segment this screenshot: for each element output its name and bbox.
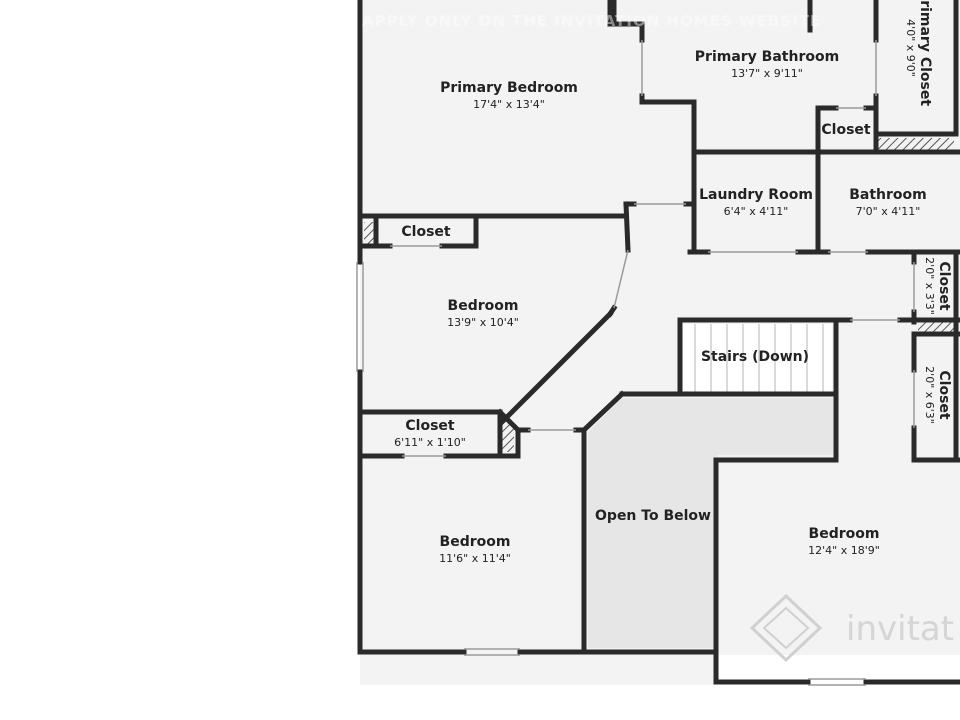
watermark-logo: invitat (749, 593, 954, 663)
room-dims-closet-right-2: 2'0" x 6'3" (923, 366, 936, 424)
room-name-laundry: Laundry Room (699, 187, 813, 203)
room-dims-bedroom-bottom-left: 11'6" x 11'4" (439, 552, 511, 565)
room-name-primary-closet: Primary Closet (917, 0, 933, 106)
openings (356, 40, 915, 686)
room-name-closet-top-left: Closet (401, 224, 451, 240)
room-dims-bathroom: 7'0" x 4'11" (856, 205, 921, 218)
outside-gap (715, 655, 960, 720)
watermark-logo-text: invitat (846, 609, 954, 649)
room-dims-bedroom-bottom-right: 12'4" x 18'9" (808, 544, 880, 557)
stair-treads (694, 324, 824, 392)
room-name-bathroom: Bathroom (849, 187, 927, 203)
watermark-diamond-icon (749, 593, 823, 663)
room-labels: Primary Bedroom 17'4" x 13'4" Primary Ba… (394, 0, 952, 565)
room-name-primary-bathroom: Primary Bathroom (695, 49, 839, 65)
room-name-primary-bedroom: Primary Bedroom (440, 80, 578, 96)
room-dims-closet-right-1: 2'0" x 3'3" (923, 257, 936, 315)
room-name-stairs: Stairs (Down) (701, 349, 809, 365)
room-name-closet-mid: Closet (405, 418, 455, 434)
room-dims-primary-bathroom: 13'7" x 9'11" (731, 67, 803, 80)
walls (357, 0, 960, 685)
room-dims-primary-bedroom: 17'4" x 13'4" (473, 98, 545, 111)
room-dims-primary-closet: 4'0" x 9'0" (904, 19, 917, 77)
room-name-bedroom-mid: Bedroom (448, 298, 519, 314)
floor-fills (360, 0, 960, 720)
open-to-below-area (588, 398, 833, 648)
room-dims-bedroom-mid: 13'9" x 10'4" (447, 316, 519, 329)
room-name-bedroom-bottom-right: Bedroom (809, 526, 880, 542)
hatched-areas (364, 138, 956, 452)
watermark-banner: APPLY ONLY ON THE INVITATION HOMES WEBSI… (362, 12, 821, 30)
watermark-inner-diamond-icon (762, 606, 810, 650)
room-dims-closet-mid: 6'11" x 1'10" (394, 436, 466, 449)
room-name-closet-right-1: Closet (936, 261, 952, 311)
room-name-open-to-below: Open To Below (595, 508, 711, 524)
room-name-closet-right-2: Closet (936, 370, 952, 420)
room-dims-laundry: 6'4" x 4'11" (724, 205, 789, 218)
room-name-closet-bath: Closet (821, 122, 871, 138)
room-name-bedroom-bottom-left: Bedroom (440, 534, 511, 550)
